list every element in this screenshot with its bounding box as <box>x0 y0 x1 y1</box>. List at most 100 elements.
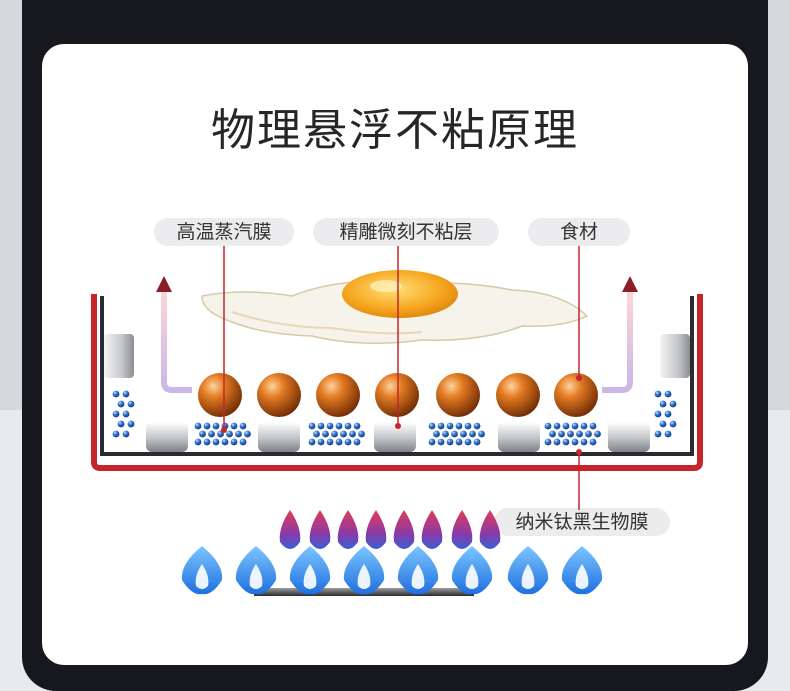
steam-bead <box>654 430 662 438</box>
steam-bead <box>544 422 552 430</box>
steam-bead <box>594 430 601 438</box>
steam-bead <box>326 422 334 430</box>
steam-bead <box>226 430 233 438</box>
steam-bead <box>664 390 672 398</box>
steam-bead <box>428 422 436 430</box>
flame-icon <box>451 510 473 549</box>
steam-bead <box>544 438 552 446</box>
flame-core <box>303 564 317 589</box>
flame-icon <box>279 510 301 549</box>
content-card: 物理悬浮不粘原理 高温蒸汽膜 精雕微刻不粘层 食材 纳米钛黑生物膜 <box>42 44 748 665</box>
steam-bead <box>194 422 202 430</box>
steam-bead <box>117 420 125 428</box>
steam-bead <box>571 422 579 430</box>
steam-bead <box>244 430 251 438</box>
flame-core <box>357 564 371 589</box>
label-film-text: 纳米钛黑生物膜 <box>515 511 649 533</box>
steam-bead <box>428 438 436 446</box>
steam-bead <box>203 422 211 430</box>
steam-bead <box>659 400 667 408</box>
callout-lines <box>223 246 580 510</box>
food-sphere <box>375 373 419 417</box>
flame-icon <box>393 510 415 549</box>
steam-bead <box>589 438 597 446</box>
steam-bead <box>122 430 130 438</box>
steam-bead <box>659 420 667 428</box>
steam-bead <box>580 422 588 430</box>
steam-bead <box>335 438 343 446</box>
label-food: 食材 <box>528 218 630 246</box>
steam-bead <box>326 438 334 446</box>
up-arrow-icon <box>622 276 638 292</box>
steam-bead <box>455 422 463 430</box>
pan-inner-wall <box>100 296 694 456</box>
label-micro-layer-text: 精雕微刻不粘层 <box>339 221 473 243</box>
egg-icon <box>201 270 589 344</box>
steam-bead <box>455 438 463 446</box>
steam-bead <box>589 422 597 430</box>
left-wall-block <box>104 334 134 378</box>
steam-bead <box>664 410 672 418</box>
food-spheres <box>198 373 598 417</box>
food-sphere <box>554 373 598 417</box>
steam-bead <box>437 422 445 430</box>
steam-bead <box>664 430 672 438</box>
steam-bead <box>669 420 677 428</box>
steam-bead <box>230 422 238 430</box>
steam-bead <box>654 410 662 418</box>
steam-bead <box>122 390 130 398</box>
steam-bead <box>194 438 202 446</box>
steam-path-right <box>602 289 633 393</box>
food-sphere <box>316 373 360 417</box>
steam-bead <box>112 410 120 418</box>
nonstick-diagram <box>91 246 703 596</box>
steam-bead <box>358 430 365 438</box>
steam-bead <box>558 430 565 438</box>
steam-bead <box>112 390 120 398</box>
flame-core <box>249 564 263 589</box>
callout-dots <box>221 375 582 455</box>
steam-bead <box>212 422 220 430</box>
steam-bead <box>478 430 485 438</box>
flame-core <box>575 564 589 589</box>
steam-bead <box>353 422 361 430</box>
up-arrow-icon <box>156 276 172 292</box>
steam-bead <box>112 430 120 438</box>
flame-icon <box>337 510 359 549</box>
label-micro-layer: 精雕微刻不粘层 <box>313 218 499 246</box>
flame-icon <box>421 510 443 549</box>
steam-bead <box>221 438 229 446</box>
steam-bead <box>344 438 352 446</box>
steam-bead <box>199 430 206 438</box>
steam-bead <box>553 438 561 446</box>
inner-flames <box>279 510 501 549</box>
flame-icon <box>309 510 331 549</box>
nonstick-bumps <box>146 422 650 452</box>
food-sphere <box>198 373 242 417</box>
steam-bead <box>585 430 592 438</box>
flame-icon <box>479 510 501 549</box>
label-food-text: 食材 <box>559 221 598 243</box>
steam-bead <box>117 400 125 408</box>
steam-bead <box>669 400 677 408</box>
steam-beads <box>112 390 677 446</box>
steam-bead <box>562 438 570 446</box>
steam-bead <box>567 430 574 438</box>
steam-bead <box>322 430 329 438</box>
steam-bead <box>562 422 570 430</box>
steam-bead <box>317 438 325 446</box>
steam-bead <box>208 430 215 438</box>
steam-bead <box>335 422 343 430</box>
steam-bead <box>473 422 481 430</box>
food-sphere <box>257 373 301 417</box>
steam-bead <box>349 430 356 438</box>
steam-bead <box>230 438 238 446</box>
flame-icon <box>365 510 387 549</box>
steam-bead <box>576 430 583 438</box>
steam-bead <box>473 438 481 446</box>
steam-bead <box>553 422 561 430</box>
steam-bead <box>212 438 220 446</box>
steam-bead <box>239 422 247 430</box>
steam-bead <box>654 390 662 398</box>
steam-bead <box>344 422 352 430</box>
